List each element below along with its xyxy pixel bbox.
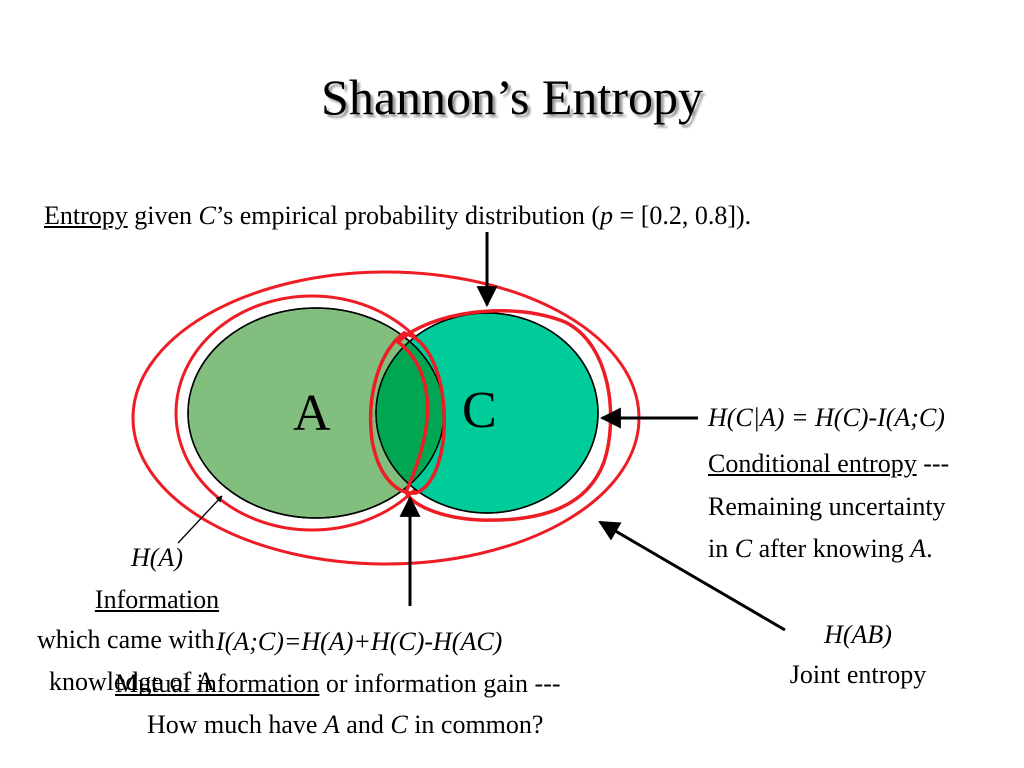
arrow-to-joint xyxy=(598,520,786,632)
mutual-line2: Mutual information or information gain -… xyxy=(115,671,561,697)
mutual-information-outline xyxy=(368,331,446,495)
conditional-term: Conditional entropy xyxy=(708,449,917,478)
slide-title: Shannon’s Entropy xyxy=(321,69,703,125)
label-a: A xyxy=(293,385,331,442)
mutual-rest: or information gain --- xyxy=(319,669,561,698)
info-a-term: Information xyxy=(94,585,220,614)
conditional-l3-mid: after knowing xyxy=(752,534,911,563)
conditional-line2: Remaining uncertainty xyxy=(708,492,946,521)
conditional-formula: H(C|A) = H(C)-I(A;C) xyxy=(708,403,945,432)
mutual-term: Mutual information xyxy=(115,669,320,698)
pointer-to-a xyxy=(177,495,223,544)
conditional-line3: in C after knowing A. xyxy=(708,536,933,562)
label-c: C xyxy=(462,382,497,439)
conditional-line1: Conditional entropy --- xyxy=(708,451,949,477)
caption-var-p: p xyxy=(600,201,614,230)
info-a-term-line: Information xyxy=(57,587,257,613)
entropy-caption: Entropy given C’s empirical probability … xyxy=(44,203,751,229)
mutual-line3: How much have A and C in common? xyxy=(147,712,543,738)
joint-term: Joint entropy xyxy=(789,660,927,689)
entropy-term: Entropy xyxy=(44,201,128,230)
mutual-formula: I(A;C)=H(A)+H(C)-H(AC) xyxy=(216,627,503,656)
conditional-l3-pre: in xyxy=(708,534,735,563)
conditional-l3-c: C xyxy=(734,534,753,563)
joint-formula: H(AB) xyxy=(824,620,892,649)
conditional-l3-a: A xyxy=(910,534,927,563)
circle-c-border xyxy=(375,312,599,514)
caption-var-c: C xyxy=(198,201,216,230)
info-a-line2: which came with xyxy=(37,625,215,654)
info-a-line3: knowledge of A xyxy=(49,667,216,696)
mutual-l3-c: C xyxy=(390,710,408,739)
caption-text-2: ’s empirical probability distribution ( xyxy=(215,201,601,230)
info-a-formula: H(A) xyxy=(131,543,183,572)
mutual-l3-mid: and xyxy=(339,710,391,739)
mutual-l3-pre: How much have xyxy=(147,710,324,739)
caption-text-1: given xyxy=(127,201,199,230)
mutual-l3-end: in common? xyxy=(407,710,544,739)
conditional-entropy-outline xyxy=(395,308,613,522)
conditional-dashes: --- xyxy=(916,449,950,478)
caption-text-3: = [0.2, 0.8]). xyxy=(613,201,752,230)
mutual-l3-a: A xyxy=(323,710,340,739)
conditional-l3-end: . xyxy=(926,534,933,563)
